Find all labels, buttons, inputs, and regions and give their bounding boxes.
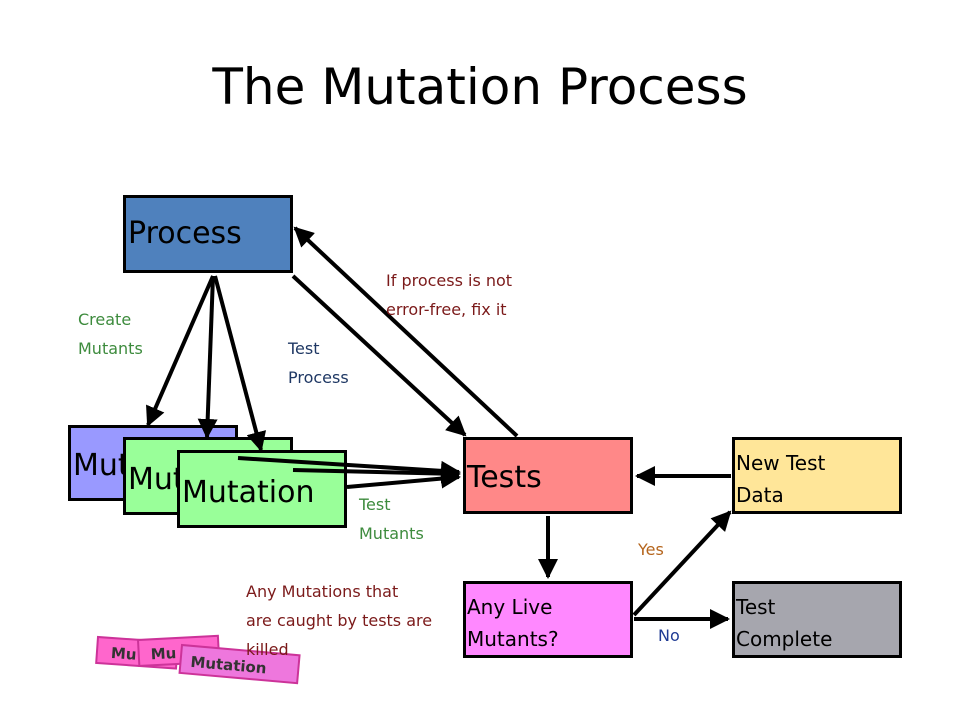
killed-label-2: are caught by tests are bbox=[246, 611, 433, 630]
fix-it-label-2: error-free, fix it bbox=[386, 300, 507, 319]
killed-label-1: Any Mutations that bbox=[246, 582, 399, 601]
test-mutants-label: Test Mutants bbox=[359, 490, 424, 548]
fix-it-label-1: If process is not bbox=[386, 271, 513, 290]
tests-label: Tests bbox=[467, 460, 542, 495]
test-complete-box: Test Complete bbox=[732, 581, 902, 658]
process-box: Process bbox=[123, 195, 293, 273]
killed-label-3: killed bbox=[246, 640, 289, 659]
arrow-test-process bbox=[291, 274, 467, 437]
arrow-create-mutant-3 bbox=[213, 275, 267, 452]
fix-it-label: If process is not error-free, fix it bbox=[386, 266, 512, 324]
test-mutants-label-2: Mutants bbox=[359, 524, 424, 543]
arrow-create-mutant-2 bbox=[197, 275, 218, 439]
any-live-label-1: Any Live bbox=[467, 595, 553, 619]
arrow-fix-process bbox=[293, 226, 519, 438]
arrow-test-mutant-3 bbox=[346, 468, 461, 489]
mutant-label-front: Mutation bbox=[182, 475, 315, 510]
no-label: No bbox=[658, 626, 680, 645]
svg-text:Mu: Mu bbox=[150, 644, 177, 663]
create-mutants-label-2: Mutants bbox=[78, 339, 143, 358]
any-live-label-2: Mutants? bbox=[467, 627, 559, 651]
test-process-label-2: Process bbox=[288, 368, 349, 387]
killed-label: Any Mutations that are caught by tests a… bbox=[246, 577, 432, 664]
test-mutants-label-1: Test bbox=[359, 495, 391, 514]
page-title: The Mutation Process bbox=[212, 58, 748, 116]
test-process-label: Test Process bbox=[288, 334, 349, 392]
new-test-data-box: New Test Data bbox=[732, 437, 902, 514]
process-label: Process bbox=[128, 216, 242, 251]
mutant-box-front: Mutation bbox=[177, 450, 347, 528]
arrow-test-mutant-1 bbox=[237, 456, 461, 481]
any-live-mutants-box: Any Live Mutants? bbox=[463, 581, 633, 658]
arrow-test-mutant-2 bbox=[292, 463, 461, 484]
create-mutants-label-1: Create bbox=[78, 310, 132, 329]
test-complete-label-1: Test bbox=[736, 595, 776, 619]
arrow-yes bbox=[632, 510, 732, 617]
tests-box: Tests bbox=[463, 437, 633, 514]
test-process-label-1: Test bbox=[288, 339, 320, 358]
svg-text:Mu: Mu bbox=[110, 644, 137, 664]
arrow-create-mutant-1 bbox=[146, 275, 215, 427]
yes-label: Yes bbox=[638, 540, 664, 559]
new-test-data-label-2: Data bbox=[736, 483, 784, 507]
create-mutants-label: Create Mutants bbox=[78, 305, 143, 363]
test-complete-label-2: Complete bbox=[736, 627, 833, 651]
new-test-data-label-1: New Test bbox=[736, 451, 826, 475]
